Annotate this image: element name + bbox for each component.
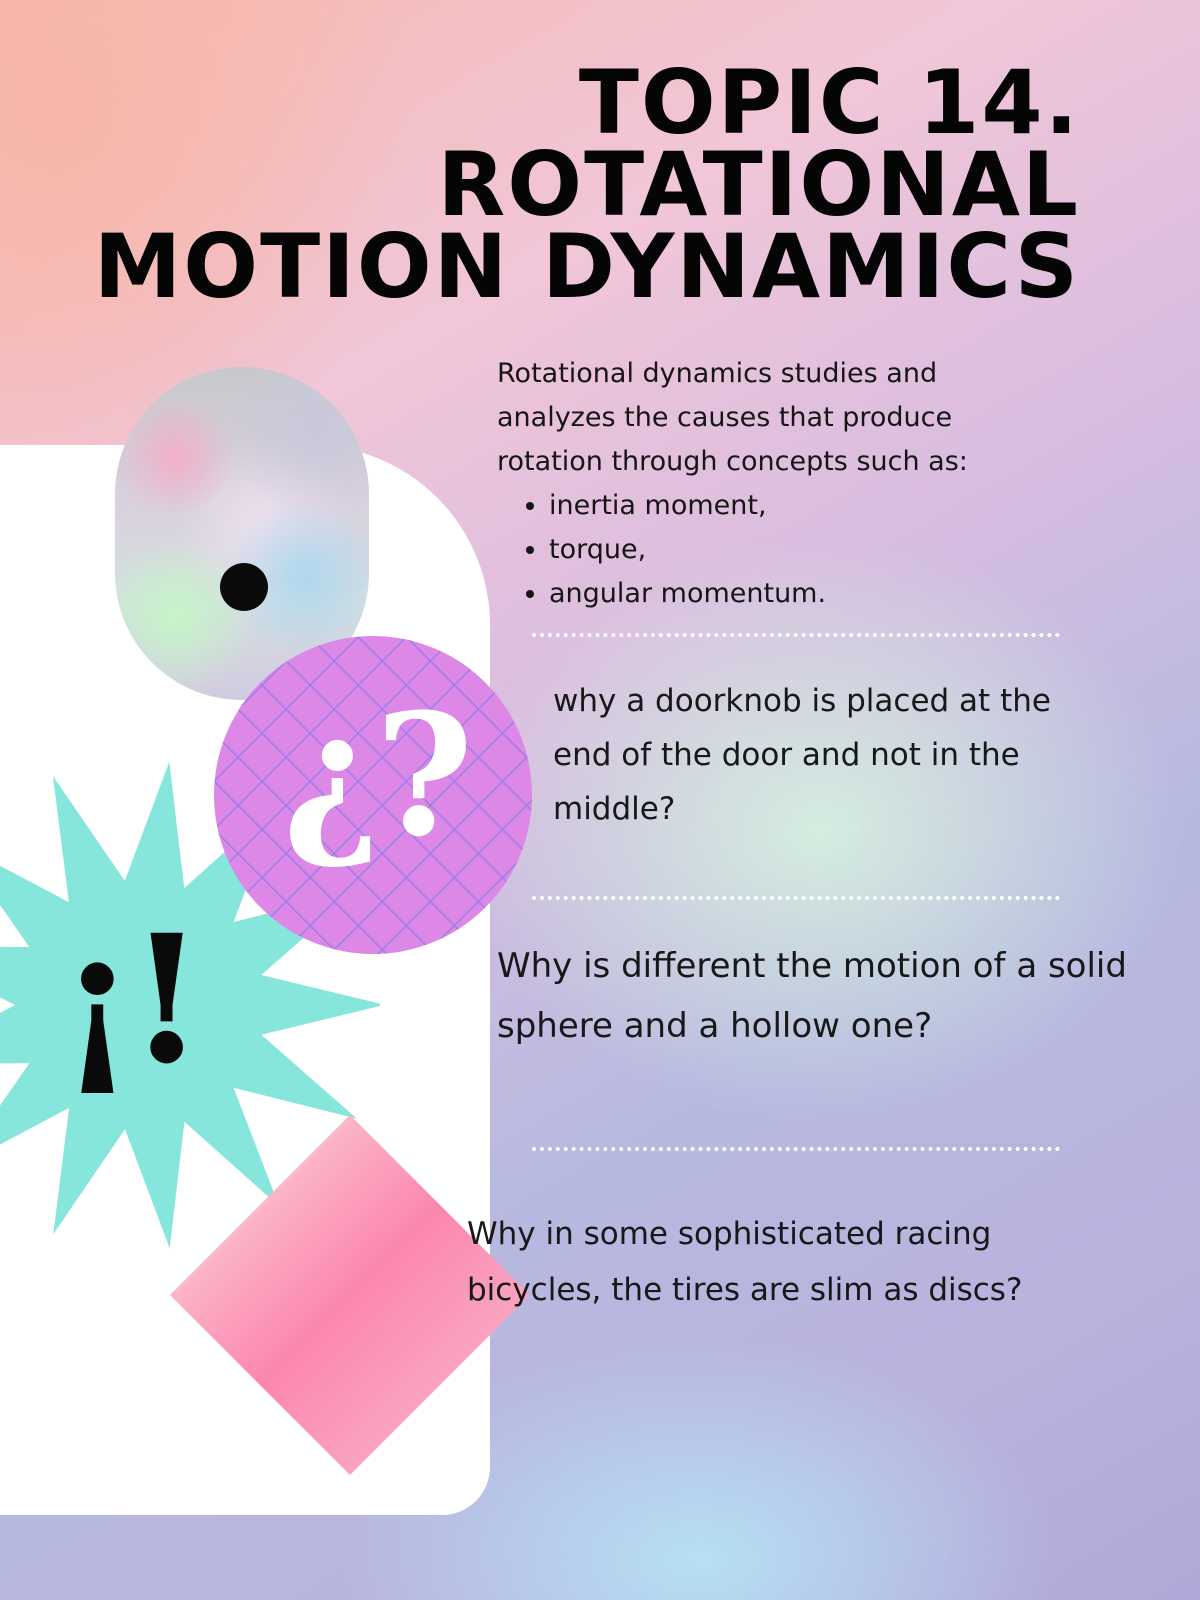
starburst-icon [0, 761, 380, 1249]
grid-circle-icon [214, 636, 532, 954]
question-doorknob: why a doorknob is placed at the end of t… [553, 683, 1051, 827]
concept-item: torque, [549, 528, 1057, 572]
black-dot-icon [220, 563, 268, 611]
question-sphere: Why is different the motion of a solid s… [497, 946, 1127, 1046]
intro-block: Rotational dynamics studies and analyzes… [497, 352, 1057, 616]
dotted-divider [532, 1147, 1060, 1151]
title-line-2: ROTATIONAL [437, 133, 1080, 236]
dotted-divider [532, 633, 1060, 637]
intro-text: Rotational dynamics studies and analyzes… [497, 358, 968, 477]
exclamation-marks-glyph: ¡! [58, 896, 206, 1103]
page-title: TOPIC 14. ROTATIONAL MOTION DYNAMICS [40, 51, 1080, 318]
question-marks-glyph: ¿? [282, 676, 474, 874]
concept-item: inertia moment, [549, 484, 1057, 528]
concept-item: angular momentum. [549, 572, 1057, 616]
title-line-3: MOTION DYNAMICS [93, 215, 1080, 318]
concept-list: inertia moment, torque, angular momentum… [497, 484, 1057, 616]
title-line-1: TOPIC 14. [578, 51, 1080, 154]
gradient-diamond-icon [170, 1115, 530, 1475]
question-bicycles: Why in some sophisticated racing bicycle… [467, 1216, 1023, 1308]
dotted-divider [532, 896, 1060, 900]
